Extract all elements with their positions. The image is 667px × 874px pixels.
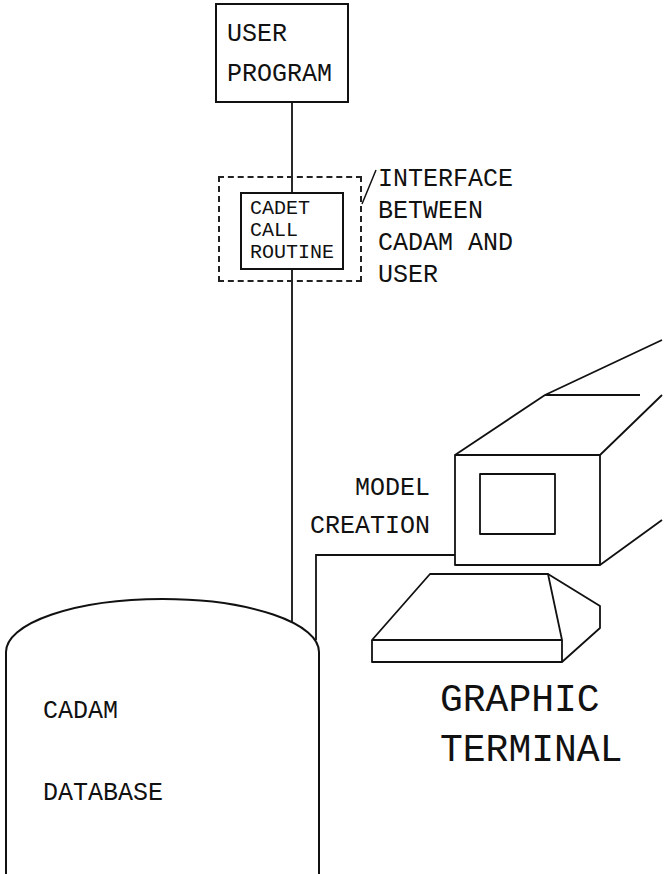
- node-label: GRAPHIC TERMINAL: [440, 676, 615, 776]
- connector-line: [291, 103, 293, 192]
- connector-line: [316, 555, 455, 640]
- node-label: CADAM DATABASE: [43, 671, 193, 835]
- process-box: USER PROGRAM: [215, 3, 349, 103]
- edge-label: MODEL CREATION: [280, 470, 430, 546]
- cylinder-outline: [5, 597, 320, 874]
- graphic-terminal: GRAPHIC TERMINAL: [380, 330, 665, 780]
- process-box: CADET CALL ROUTINE: [240, 192, 344, 270]
- connector-line: [291, 270, 293, 622]
- node-label: USER PROGRAM: [227, 15, 339, 95]
- node-label: CADET CALL ROUTINE: [250, 198, 336, 264]
- interface-dashed-box: INTERFACE BETWEEN CADAM AND USERCADET CA…: [218, 176, 362, 282]
- database-cylinder: CADAM DATABASE: [5, 597, 320, 874]
- node-label: INTERFACE BETWEEN CADAM AND USER: [378, 164, 530, 292]
